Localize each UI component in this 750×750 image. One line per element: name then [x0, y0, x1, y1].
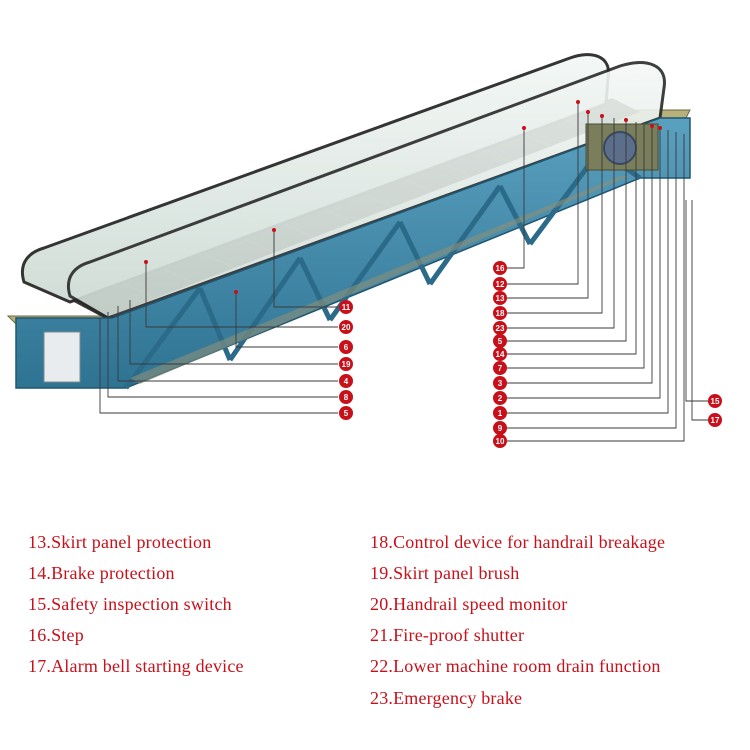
callout-badge: 3: [493, 376, 507, 390]
svg-text:14: 14: [496, 350, 505, 359]
svg-text:17: 17: [711, 416, 720, 425]
svg-text:10: 10: [496, 437, 505, 446]
callout-badge: 20: [339, 320, 353, 334]
svg-text:13: 13: [496, 294, 505, 303]
legend-item: 18.Control device for handrail breakage: [370, 532, 666, 552]
legend-item: 17.Alarm bell starting device: [28, 656, 244, 676]
svg-text:9: 9: [498, 424, 503, 433]
svg-text:19: 19: [342, 360, 351, 369]
callout-badge: 13: [493, 291, 507, 305]
callouts-left: 11 20 6 19 4 8 5: [339, 300, 353, 420]
callout-badge: 8: [339, 390, 353, 404]
callout-badge: 7: [493, 361, 507, 375]
svg-text:3: 3: [498, 379, 503, 388]
callout-badge: 16: [493, 261, 507, 275]
legend-left-column: 13.Skirt panel protection 14.Brake prote…: [28, 532, 358, 692]
svg-text:6: 6: [344, 343, 349, 352]
svg-text:7: 7: [498, 364, 503, 373]
callout-badge: 6: [339, 340, 353, 354]
legend-item: 16.Step: [28, 625, 84, 645]
callout-badge: 17: [708, 413, 722, 427]
svg-text:2: 2: [498, 394, 503, 403]
callout-badge: 1: [493, 406, 507, 420]
escalator-diagram: 11 20 6 19 4 8 5 16 12 13 18 23 5 14 7 3…: [6, 53, 722, 448]
callout-anchor-dots: [144, 100, 662, 294]
legend-right-column: 18.Control device for handrail breakage …: [370, 532, 740, 722]
svg-text:23: 23: [496, 324, 505, 333]
callout-badge: 14: [493, 347, 507, 361]
svg-text:15: 15: [711, 397, 720, 406]
lower-machine-room: [43, 331, 81, 383]
legend-item: 14.Brake protection: [28, 563, 175, 583]
legend-item: 22.Lower machine room drain function: [370, 656, 661, 676]
callout-badge: 4: [339, 374, 353, 388]
svg-text:12: 12: [496, 280, 505, 289]
front-balustrade-glass: [67, 61, 666, 320]
callout-badge: 2: [493, 391, 507, 405]
callouts-far-right: 15 17: [708, 394, 722, 427]
callout-badge: 23: [493, 321, 507, 335]
svg-text:4: 4: [344, 377, 349, 386]
callout-badge: 5: [493, 334, 507, 348]
svg-text:16: 16: [496, 264, 505, 273]
truss-side: [15, 117, 691, 389]
svg-text:18: 18: [496, 309, 505, 318]
legend-item: 15.Safety inspection switch: [28, 594, 232, 614]
callout-badge: 15: [708, 394, 722, 408]
svg-text:20: 20: [342, 323, 351, 332]
legend-item: 21.Fire-proof shutter: [370, 625, 525, 645]
callout-badge: 5: [339, 406, 353, 420]
callouts-right: 16 12 13 18 23 5 14 7 3 2 1 9 10: [493, 261, 507, 448]
callout-badge: 18: [493, 306, 507, 320]
svg-text:11: 11: [342, 303, 351, 312]
svg-text:5: 5: [498, 337, 503, 346]
escalator-illustration: [6, 53, 691, 390]
legend-item: 20.Handrail speed monitor: [370, 594, 568, 614]
callout-badge: 10: [493, 434, 507, 448]
svg-text:8: 8: [344, 393, 349, 402]
legend-item: 13.Skirt panel protection: [28, 532, 212, 552]
callout-badge: 11: [339, 300, 353, 314]
svg-text:1: 1: [498, 409, 503, 418]
truss-opening: [130, 176, 630, 384]
callout-badge: 19: [339, 357, 353, 371]
leader-lines: [99, 102, 708, 442]
drive-wheel: [603, 131, 637, 165]
legend-item: 19.Skirt panel brush: [370, 563, 520, 583]
callout-badge: 9: [493, 421, 507, 435]
svg-text:5: 5: [344, 409, 349, 418]
callout-badge: 12: [493, 277, 507, 291]
legend-item: 23.Emergency brake: [370, 688, 523, 708]
